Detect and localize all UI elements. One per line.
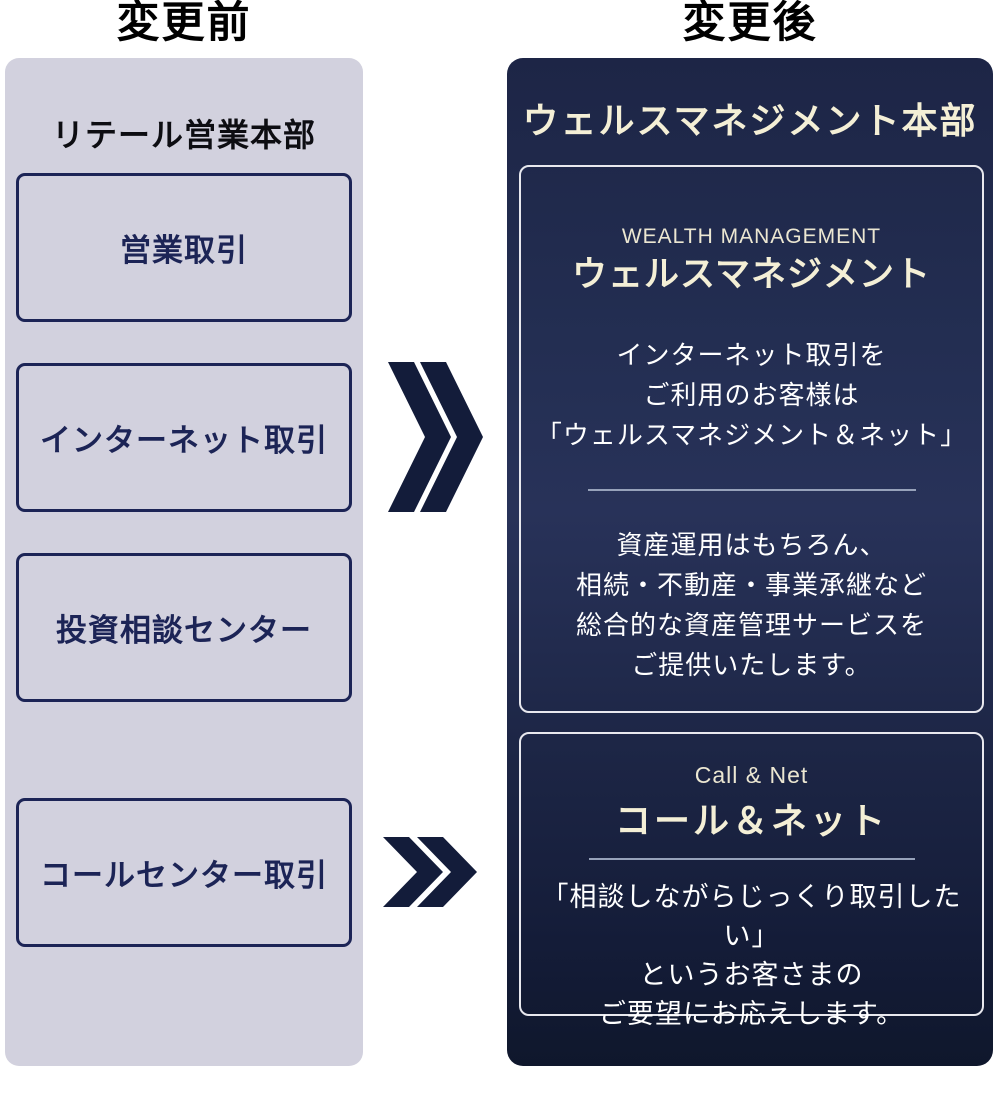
- after-panel-title: ウェルスマネジメント本部: [522, 100, 978, 141]
- before-panel-title: リテール営業本部: [51, 117, 316, 153]
- paragraph-line: インターネット取引を: [616, 340, 887, 370]
- paragraph-line: ご利用のお客様は: [643, 380, 860, 410]
- before-box-call-center-trading: コールセンター取引: [16, 798, 352, 947]
- before-panel: リテール営業本部 営業取引 インターネット取引 投資相談センター コールセンター…: [5, 58, 363, 1066]
- paragraph-line: 相続・不動産・事業承継など: [575, 570, 927, 600]
- after-heading: 変更後: [682, 0, 818, 47]
- paragraph-line: 資産運用はもちろん、: [616, 530, 887, 560]
- before-box-internet-trading: インターネット取引: [16, 363, 352, 512]
- call-and-net-section: Call & Net コール＆ネット 「相談しながらじっくり取引したい」 という…: [519, 732, 984, 1029]
- wealth-management-paragraph-1: インターネット取引を ご利用のお客様は 「ウェルスマネジメント＆ネット」: [536, 335, 967, 455]
- section-divider: [588, 858, 915, 860]
- paragraph-line: 「ウェルスマネジメント＆ネット」: [535, 420, 968, 450]
- section-divider: [587, 489, 916, 491]
- double-chevron-right-icon: [388, 362, 483, 512]
- paragraph-line: というお客さまの: [639, 960, 864, 990]
- before-box-sales-trading: 営業取引: [16, 173, 352, 322]
- call-and-net-paragraph: 「相談しながらじっくり取引したい」 というお客さまの ご要望にお応えします。: [521, 878, 982, 1034]
- double-chevron-right-icon: [383, 837, 477, 907]
- wealth-management-paragraph-2: 資産運用はもちろん、 相続・不動産・事業承継など 総合的な資産管理サービスを ご…: [576, 525, 927, 685]
- wealth-management-label-en: WEALTH MANAGEMENT: [621, 225, 882, 248]
- wealth-management-section: WEALTH MANAGEMENT ウェルスマネジメント インターネット取引を …: [519, 165, 984, 713]
- paragraph-line: 「相談しながらじっくり取引したい」: [541, 882, 962, 951]
- before-box-investment-consultation-center: 投資相談センター: [16, 553, 352, 702]
- paragraph-line: ご要望にお応えします。: [598, 999, 905, 1029]
- after-panel: ウェルスマネジメント本部 WEALTH MANAGEMENT ウェルスマネジメン…: [507, 58, 993, 1066]
- paragraph-line: ご提供いたします。: [631, 650, 872, 680]
- call-and-net-label-en: Call & Net: [694, 762, 809, 788]
- call-and-net-label-ja: コール＆ネット: [614, 800, 888, 841]
- wealth-management-label-ja: ウェルスマネジメント: [572, 255, 931, 294]
- before-heading: 変更前: [116, 0, 252, 47]
- paragraph-line: 総合的な資産管理サービスを: [575, 610, 927, 640]
